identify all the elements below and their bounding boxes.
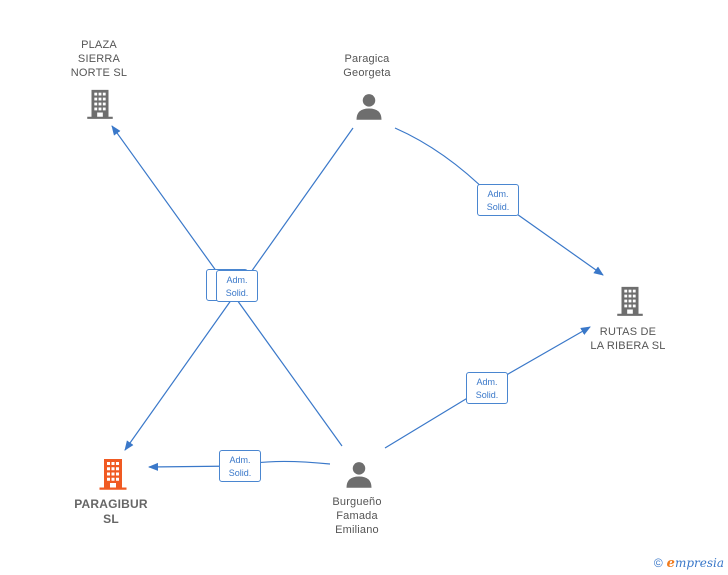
- edge-label-paragica-to-rutas[interactable]: Adm. Solid.: [477, 184, 519, 216]
- person-icon[interactable]: [354, 91, 384, 126]
- brand-name: mpresia: [674, 555, 724, 570]
- edge-label-burgueno-to-rutas[interactable]: Adm. Solid.: [466, 372, 508, 404]
- edges-layer: [111, 125, 604, 471]
- copyright-symbol: ©: [653, 556, 663, 570]
- node-label-paragibur[interactable]: PARAGIBUR SL: [74, 497, 148, 526]
- footer-brand[interactable]: © empresia: [654, 555, 724, 571]
- node-label-rutas[interactable]: RUTAS DE LA RIBERA SL: [590, 326, 666, 352]
- building-icon[interactable]: [613, 284, 647, 323]
- brand-logo: empresia: [667, 556, 724, 571]
- node-label-paragica[interactable]: Paragica Georgeta: [343, 53, 391, 79]
- building-icon[interactable]: [95, 456, 131, 497]
- building-icon[interactable]: [83, 87, 117, 126]
- edge-label-burgueno-to-paragibur[interactable]: Adm. Solid.: [219, 450, 261, 482]
- brand-initial: e: [666, 555, 675, 571]
- node-label-plaza[interactable]: PLAZA SIERRA NORTE SL: [70, 39, 128, 79]
- node-label-burgueno[interactable]: Burgueño Famada Emiliano: [332, 496, 382, 536]
- edge-label-paragica-to-paragibur[interactable]: Adm. Solid.: [216, 270, 258, 302]
- person-icon[interactable]: [344, 459, 374, 494]
